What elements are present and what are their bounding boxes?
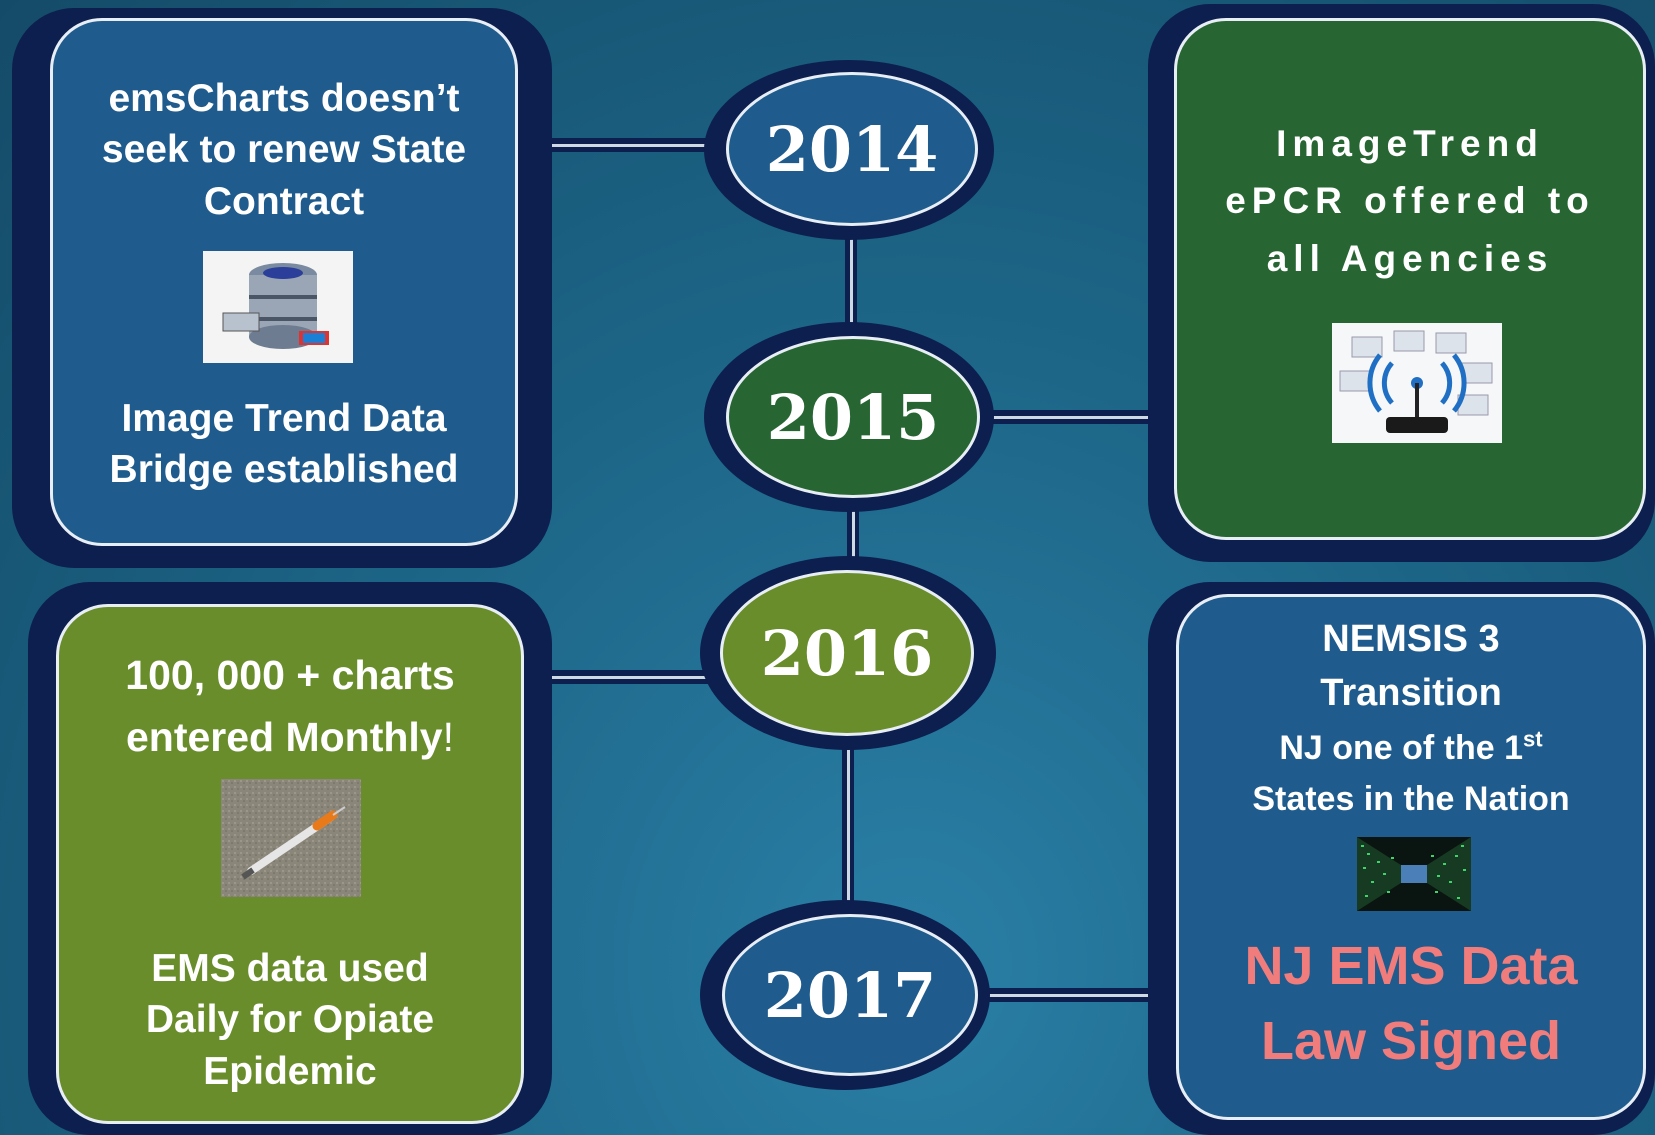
year-label: 2015 xyxy=(766,380,940,454)
card-bottom-right: NEMSIS 3 Transition NJ one of the 1st St… xyxy=(1176,594,1646,1120)
year-2014: 2014 xyxy=(726,72,978,226)
card-bottom-right-law: NJ EMS Data Law Signed xyxy=(1179,929,1643,1078)
card-bottom-left-subtitle: EMS data used Daily for Opiate Epidemic xyxy=(59,943,521,1097)
database-server-icon xyxy=(203,251,353,363)
text-line: Transition xyxy=(1320,671,1502,714)
text-line: Law Signed xyxy=(1260,1010,1562,1071)
year-2016: 2016 xyxy=(720,570,974,736)
text-span: ! xyxy=(442,713,455,760)
text-span: NJ one of the 1 xyxy=(1279,729,1524,767)
text-line: Contract xyxy=(203,179,365,223)
card-top-right-title: ImageTrend ePCR offered to all Agencies xyxy=(1177,115,1643,287)
card-top-left-subtitle: Image Trend Data Bridge established xyxy=(53,393,515,496)
text-line: Image Trend Data xyxy=(121,397,447,440)
text-line: Epidemic xyxy=(203,1049,377,1093)
card-top-right: ImageTrend ePCR offered to all Agencies xyxy=(1174,18,1646,540)
text-line: NEMSIS 3 xyxy=(1322,618,1500,660)
text-line: ImageTrend xyxy=(1276,123,1544,164)
year-2015: 2015 xyxy=(726,336,980,498)
text-line: ePCR offered to xyxy=(1225,180,1595,222)
wireless-router-icon xyxy=(1332,323,1502,443)
year-label: 2017 xyxy=(763,958,937,1032)
year-label: 2016 xyxy=(760,616,934,690)
text-line: emsCharts doesn’t xyxy=(108,77,460,120)
year-label: 2014 xyxy=(765,112,939,186)
text-line: Bridge established xyxy=(109,448,459,492)
connector-line-2014-2015 xyxy=(850,210,853,350)
text-line: entered Monthly! xyxy=(59,707,521,769)
year-2017: 2017 xyxy=(722,914,978,1076)
text-span: entered Monthly xyxy=(125,713,443,760)
text-line: all Agencies xyxy=(1266,237,1554,279)
data-tunnel-icon xyxy=(1357,837,1471,911)
connector-line-2015-2016 xyxy=(852,490,855,570)
connector-line-2014-left xyxy=(490,144,730,147)
card-top-left-title: emsCharts doesn’t seek to renew State Co… xyxy=(53,73,515,227)
text-line: States in the Nation xyxy=(1252,780,1570,818)
card-top-left: emsCharts doesn’t seek to renew State Co… xyxy=(50,18,518,546)
card-bottom-right-subtitle: NJ one of the 1st States in the Nation xyxy=(1179,723,1643,825)
text-line: NJ one of the 1st xyxy=(1179,723,1643,774)
card-bottom-left: 100, 000 + charts entered Monthly! EMS d… xyxy=(56,604,524,1124)
text-line: NJ EMS Data xyxy=(1244,936,1578,996)
text-line: 100, 000 + charts xyxy=(125,652,455,698)
card-bottom-left-title: 100, 000 + charts entered Monthly! xyxy=(59,645,521,768)
connector-line-2016-2017 xyxy=(847,740,850,920)
text-line: Daily for Opiate xyxy=(145,998,435,1042)
card-bottom-right-title: NEMSIS 3 Transition xyxy=(1179,613,1643,721)
text-line: EMS data used xyxy=(151,947,429,990)
text-line: seek to renew State xyxy=(101,128,467,172)
superscript: st xyxy=(1523,726,1543,752)
syringe-icon xyxy=(221,779,361,897)
connector-line-2017-right xyxy=(960,994,1180,997)
connector-line-2016-left xyxy=(510,676,730,679)
connector-line-2015-right xyxy=(960,416,1180,419)
